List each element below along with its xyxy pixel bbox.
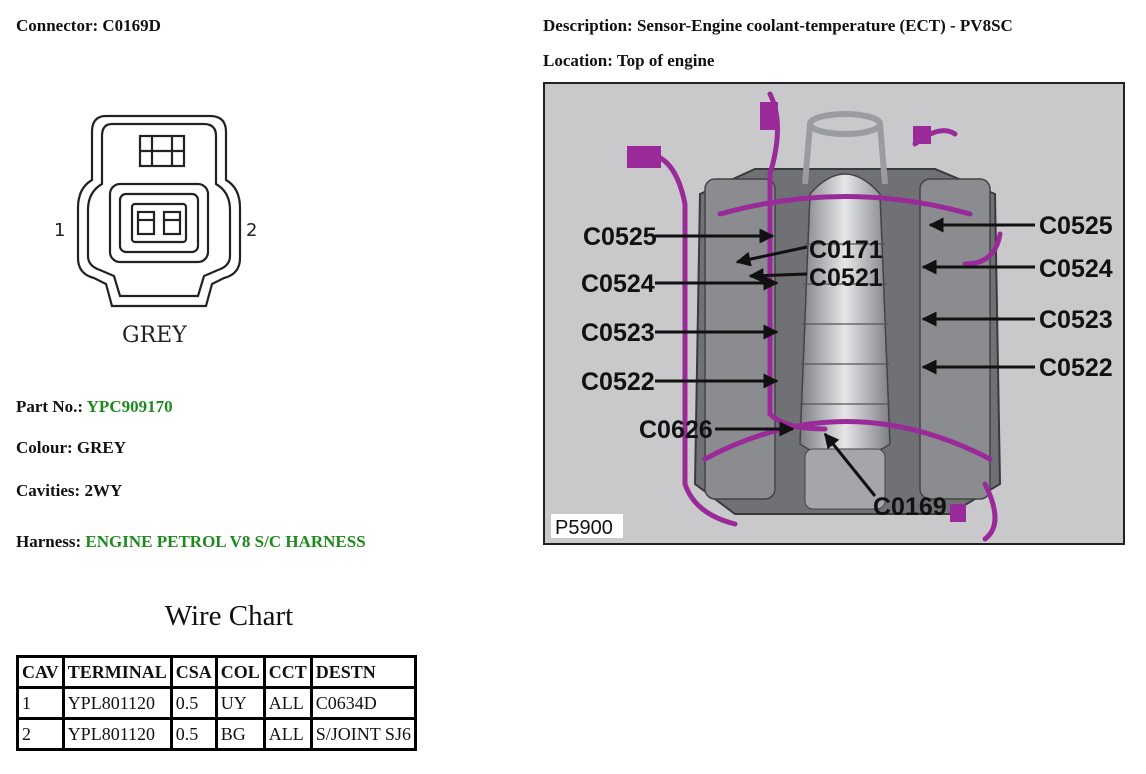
callout-center-c0171: C0171 — [809, 236, 883, 264]
colour-field: Colour: GREY — [16, 438, 126, 458]
callout-left-c0626: C0626 — [639, 416, 713, 444]
cell-col: UY — [214, 686, 266, 720]
callout-right-c0523: C0523 — [1039, 306, 1113, 334]
wire-chart-table: CAV TERMINAL CSA COL CCT DESTN 1 YPL8011… — [16, 655, 417, 751]
image-reference-label: P5900 — [555, 517, 613, 539]
location-field: Location: Top of engine — [543, 51, 714, 71]
col-header-csa: CSA — [169, 655, 218, 689]
callout-left-c0522: C0522 — [581, 368, 655, 396]
col-header-terminal: TERMINAL — [61, 655, 173, 689]
cavities-field: Cavities: 2WY — [16, 481, 122, 501]
description-value: Sensor-Engine coolant-temperature (ECT) … — [636, 16, 1013, 35]
callout-left-c0524: C0524 — [581, 270, 655, 298]
callout-right-c0525: C0525 — [1039, 212, 1113, 240]
callout-center-c0169: C0169 — [873, 493, 947, 521]
connector-colour-label: GREY — [122, 323, 187, 348]
part-no-label: Part No.: — [16, 397, 84, 416]
connector-face-drawing: 1 2 GREY — [54, 114, 257, 348]
cavities-label: Cavities: — [16, 481, 81, 500]
callout-left-c0525: C0525 — [583, 223, 657, 251]
wire-chart-header-row: CAV TERMINAL CSA COL CCT DESTN — [16, 655, 417, 689]
col-header-destn: DESTN — [309, 655, 417, 689]
col-header-cav: CAV — [16, 655, 65, 689]
description-label: Description: — [543, 16, 633, 35]
col-header-col: COL — [214, 655, 266, 689]
cavities-value: 2WY — [84, 481, 123, 500]
cell-csa: 0.5 — [169, 686, 218, 720]
engine-location-image: C0525 C0524 C0523 C0522 C0626 C0525 C052… — [543, 82, 1125, 545]
location-label: Location: — [543, 51, 613, 70]
cell-cct: ALL — [262, 686, 313, 720]
cell-terminal: YPL801120 — [61, 717, 173, 751]
cell-destn: C0634D — [309, 686, 417, 720]
pin-label-2: 2 — [246, 220, 257, 241]
pin-label-1: 1 — [54, 220, 65, 241]
colour-value: GREY — [76, 438, 127, 457]
callout-right-c0524: C0524 — [1039, 255, 1113, 283]
colour-label: Colour: — [16, 438, 73, 457]
callout-right-c0522: C0522 — [1039, 354, 1113, 382]
cell-terminal: YPL801120 — [61, 686, 173, 720]
cell-csa: 0.5 — [169, 717, 218, 751]
table-row: 2 YPL801120 0.5 BG ALL S/JOINT SJ6 — [16, 717, 417, 751]
cell-cct: ALL — [262, 717, 313, 751]
cell-col: BG — [214, 717, 266, 751]
part-no-link[interactable]: YPC909170 — [86, 397, 173, 416]
description-field: Description: Sensor-Engine coolant-tempe… — [543, 16, 1013, 36]
harness-link[interactable]: ENGINE PETROL V8 S/C HARNESS — [85, 532, 366, 551]
cell-cav: 2 — [16, 717, 65, 751]
connector-value: C0169D — [102, 16, 161, 35]
harness-label: Harness: — [16, 532, 82, 551]
location-value: Top of engine — [616, 51, 715, 70]
harness-field: Harness: ENGINE PETROL V8 S/C HARNESS — [16, 532, 366, 552]
connector-field: Connector: C0169D — [16, 16, 161, 36]
callout-center-c0521: C0521 — [809, 264, 883, 292]
connector-label: Connector: — [16, 16, 99, 35]
cell-cav: 1 — [16, 686, 65, 720]
cell-destn: S/JOINT SJ6 — [309, 717, 417, 751]
callout-left-c0523: C0523 — [581, 319, 655, 347]
part-no-field: Part No.: YPC909170 — [16, 397, 173, 417]
table-row: 1 YPL801120 0.5 UY ALL C0634D — [16, 686, 417, 720]
wire-chart-title: Wire Chart — [164, 600, 294, 632]
col-header-cct: CCT — [262, 655, 313, 689]
